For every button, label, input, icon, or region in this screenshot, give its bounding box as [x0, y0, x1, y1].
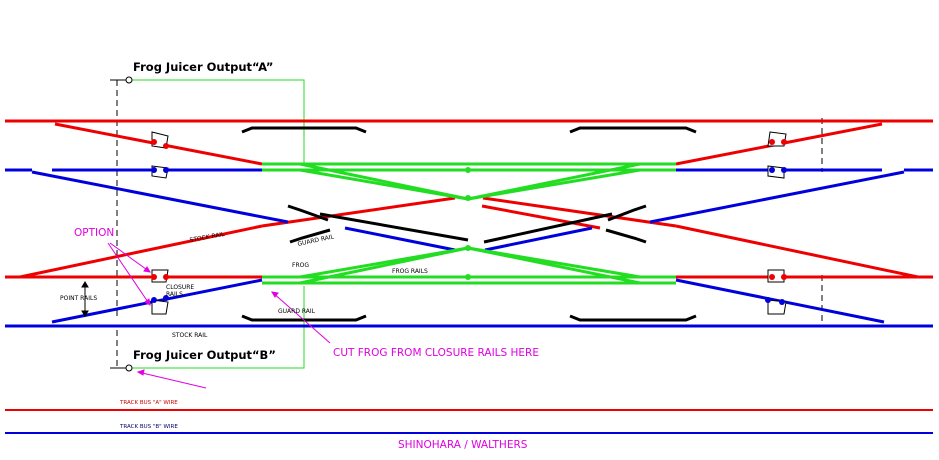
frog-juicer-a-label: Frog Juicer Output“A”	[133, 60, 273, 74]
frog-point-upper	[465, 195, 471, 201]
diverging-blue-center-left	[344, 226, 456, 252]
closure-rails-label-line1: CLOSURE	[166, 284, 194, 291]
diverging-red-center-right	[482, 196, 677, 228]
feeder-dots-blue	[151, 167, 787, 305]
frog-point-lower	[465, 245, 471, 251]
diverging-red-lower-left	[19, 224, 263, 279]
point-rails-arrow	[81, 281, 89, 317]
diverging-red-center-left	[261, 196, 456, 228]
stock-rail-top-label: STOCK RAIL	[189, 231, 226, 244]
annotation-arrows	[107, 242, 331, 389]
frog-juicer-a-wiring	[132, 79, 305, 164]
frog-rails-label: FROG RAILS	[392, 268, 428, 275]
frog-juicer-b-wiring	[132, 286, 305, 369]
credit-label: SHINOHARA / WALTHERS	[398, 439, 528, 451]
frog-joint-upper-center	[465, 167, 471, 173]
frog-juicer-b-label: Frog Juicer Output“B”	[133, 348, 276, 362]
frog-label: FROG	[292, 262, 309, 269]
cut-frog-label: CUT FROG FROM CLOSURE RAILS HERE	[333, 347, 539, 359]
feeder-dots-red	[151, 139, 787, 280]
stock-rail-bottom-label: STOCK RAIL	[172, 332, 208, 339]
frog-juicer-a-terminal	[125, 76, 133, 84]
closure-rails-label-line2: RAILS	[166, 291, 183, 298]
frog-juicer-b-terminal	[125, 364, 133, 372]
guard-rail-bottom-label: GUARD RAIL	[278, 308, 316, 315]
diverging-blue-center-right	[484, 226, 593, 252]
point-rails-label: POINT RAILS	[60, 295, 97, 302]
frog-joint-lower-center	[465, 274, 471, 280]
option-label: OPTION	[74, 227, 114, 239]
diverging-red-x-a	[481, 204, 601, 230]
diverging-blue-upper-right	[649, 170, 905, 224]
track-bus-a-label: TRACK BUS "A" WIRE	[119, 400, 178, 406]
diverging-red-lower-right	[675, 224, 919, 279]
track-bus-b-label: TRACK BUS "B" WIRE	[119, 424, 178, 430]
guard-rails	[241, 126, 697, 322]
diverging-blue-upper-left	[31, 170, 289, 224]
